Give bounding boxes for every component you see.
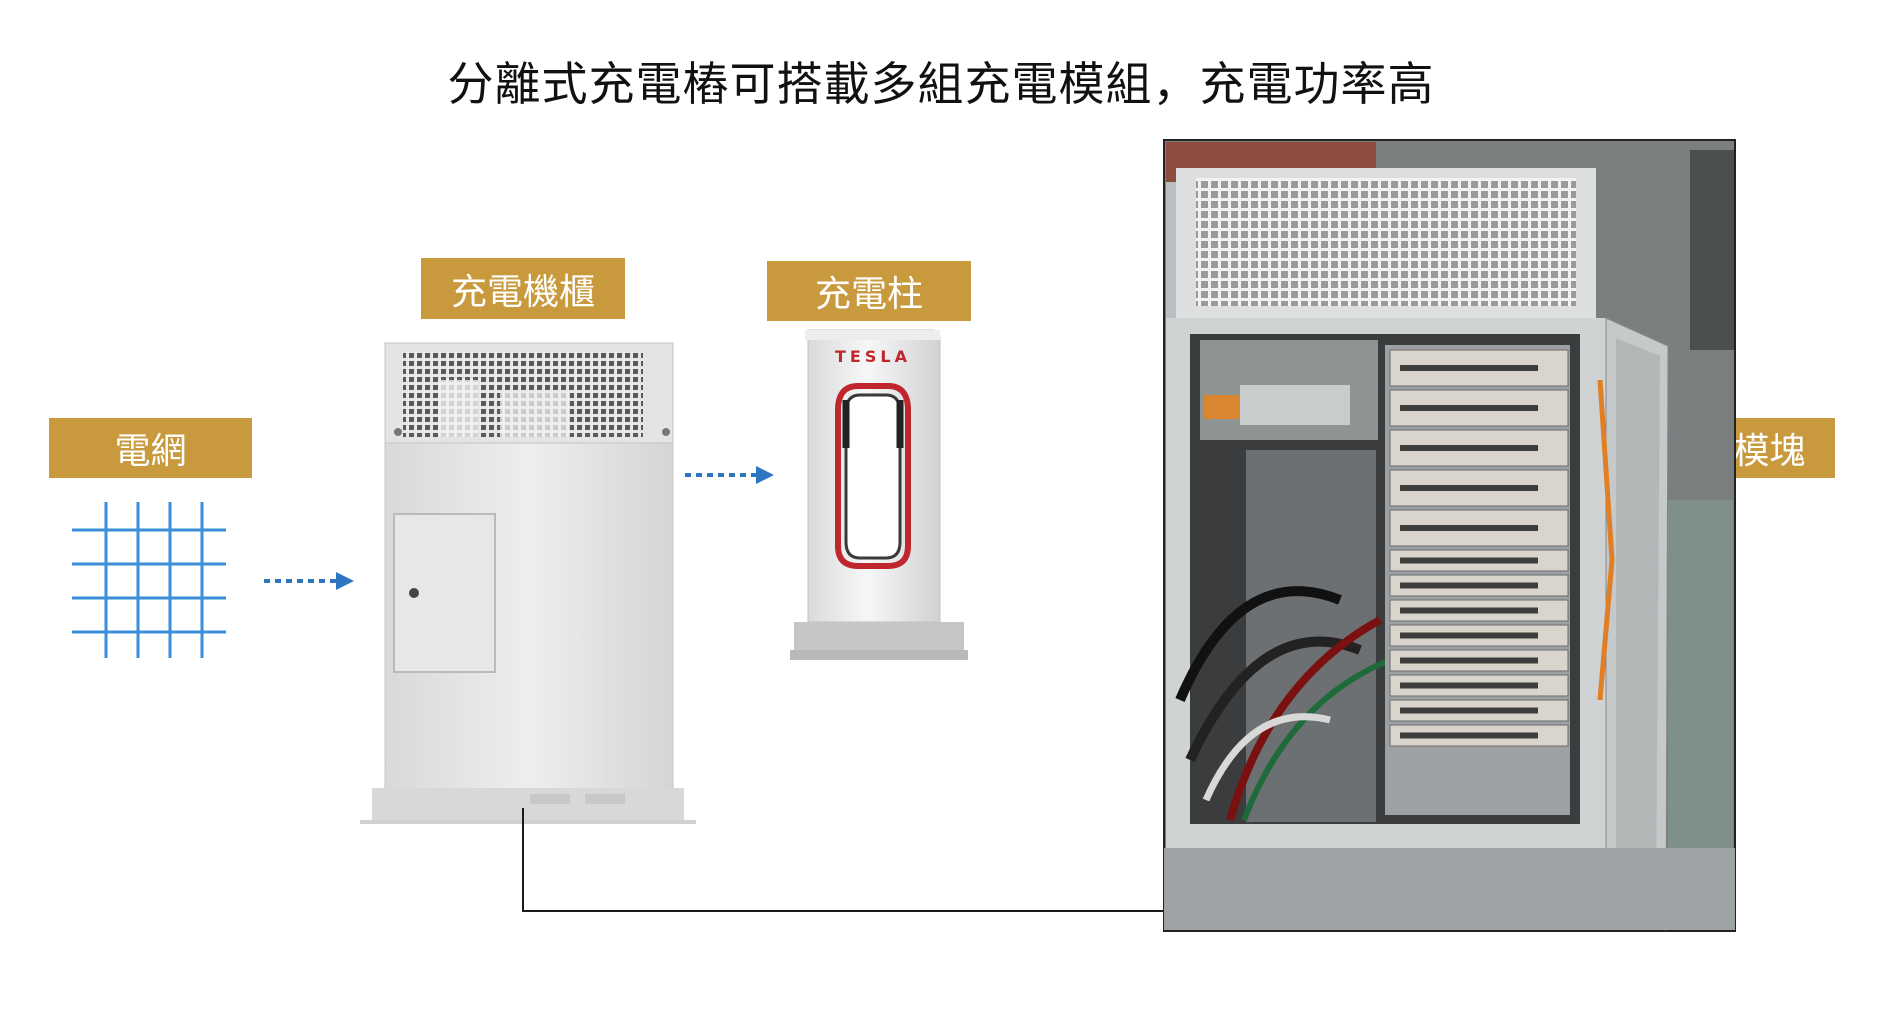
charging-cabinet-image xyxy=(360,342,696,824)
charging-module-handle xyxy=(1400,732,1538,739)
charging-module-handle xyxy=(1400,707,1538,714)
charging-module-handle xyxy=(1400,607,1538,614)
charging-module-handle xyxy=(1400,485,1538,491)
open-cabinet-door xyxy=(1597,150,1734,931)
charging-post-image: TESLA xyxy=(790,329,968,660)
charging-module-handle xyxy=(1400,405,1538,411)
arrow-grid-to-cabinet xyxy=(264,572,354,590)
page-title: 分離式充電樁可搭載多組充電模組，充電功率高 xyxy=(447,57,1435,111)
cabinet-floor xyxy=(1164,848,1735,930)
label-grid: 電網 xyxy=(49,418,252,478)
charging-module-handle xyxy=(1400,365,1538,371)
charging-module-handle xyxy=(1400,445,1538,451)
power-grid-icon xyxy=(72,502,226,658)
charging-module-stack xyxy=(1389,349,1569,747)
charging-module-handle xyxy=(1400,682,1538,689)
charging-module-handle xyxy=(1400,657,1538,664)
charging-module-handle xyxy=(1400,582,1538,589)
charging-module-handle xyxy=(1400,557,1538,564)
arrow-cabinet-to-post xyxy=(685,466,774,484)
connector-line xyxy=(522,808,1164,912)
charging-module-handle xyxy=(1400,632,1538,639)
tesla-logo: TESLA xyxy=(835,347,911,366)
label-charging-cabinet: 充電機櫃 xyxy=(421,258,625,319)
charging-module-handle xyxy=(1400,525,1538,531)
label-charging-post: 充電柱 xyxy=(767,261,971,321)
